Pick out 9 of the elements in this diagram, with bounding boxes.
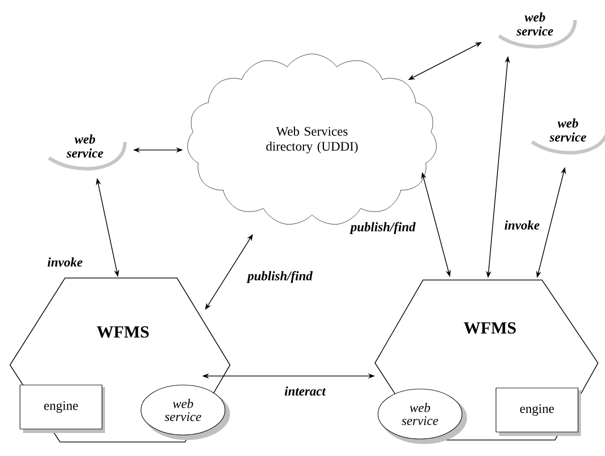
web-service-label: web service <box>498 12 577 48</box>
edge-label: interact <box>283 385 327 397</box>
edge-label: invoke <box>503 219 541 231</box>
edge-label: publish/find <box>246 270 314 284</box>
web-service-label: web service <box>531 118 605 154</box>
engine-box: engine <box>496 388 581 436</box>
edge-label: invoke <box>46 256 84 268</box>
web-service-label: web service <box>48 134 127 170</box>
engine-box: engine <box>20 384 105 433</box>
